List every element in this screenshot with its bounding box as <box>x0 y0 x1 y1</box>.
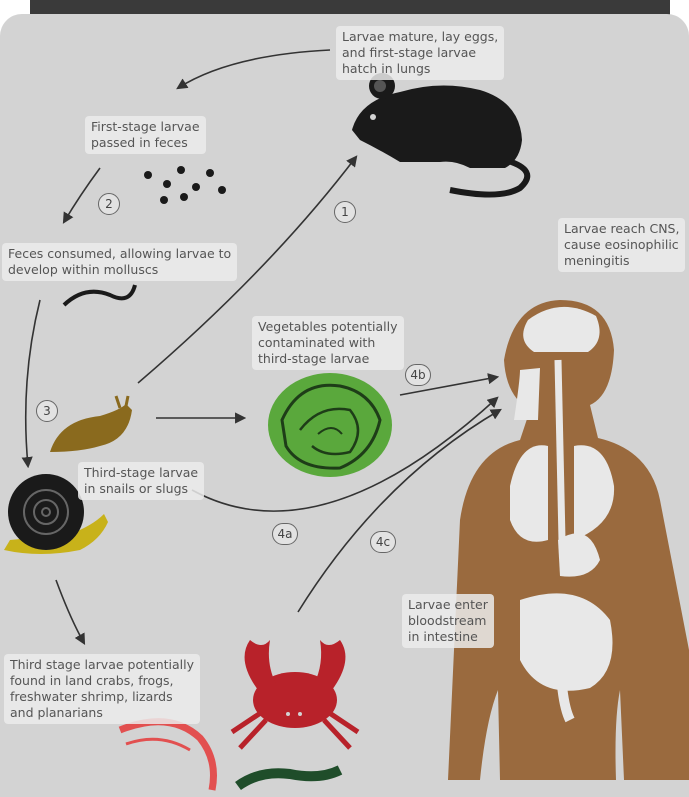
arrow-rat-to-feces <box>176 49 331 90</box>
label-third-stage: Third-stage larvae in snails or slugs <box>78 462 205 500</box>
snail-icon <box>4 474 108 554</box>
label-line: in intestine <box>408 629 478 644</box>
label-line: bloodstream <box>408 613 487 628</box>
label-line: cause eosinophilic <box>564 237 679 252</box>
step-4b-marker: 4b <box>405 364 431 386</box>
arrow-mollusc-to-snail <box>21 299 41 469</box>
label-line: Third stage larvae potentially <box>10 657 194 672</box>
rat-icon <box>352 73 531 198</box>
label-line: meningitis <box>564 253 630 268</box>
label-line: freshwater shrimp, lizards <box>10 689 173 704</box>
lettuce-icon <box>268 373 392 477</box>
worm-icon <box>62 284 137 307</box>
label-line: Larvae reach CNS, <box>564 221 680 236</box>
step-4c-marker: 4c <box>370 531 396 553</box>
label-line: in snails or slugs <box>84 481 189 496</box>
step-4a-marker: 4a <box>272 523 298 545</box>
label-first-stage: First-stage larvae passed in feces <box>85 116 206 154</box>
label-line: and first-stage larvae <box>342 45 477 60</box>
label-line: Larvae enter <box>408 597 488 612</box>
label-line: Feces consumed, allowing larvae to <box>8 246 232 261</box>
label-line: third-stage larvae <box>258 351 370 366</box>
label-line: develop within molluscs <box>8 262 159 277</box>
label-feces-consumed: Feces consumed, allowing larvae to devel… <box>2 243 238 281</box>
human-body-icon <box>448 300 689 780</box>
label-vegetables: Vegetables potentially contaminated with… <box>252 316 404 370</box>
top-bar <box>30 0 670 16</box>
arrow-lettuce-to-human <box>399 373 500 396</box>
label-line: hatch in lungs <box>342 61 431 76</box>
arrows <box>21 49 502 645</box>
arrow-snail-to-hosts <box>55 579 86 645</box>
label-line: and planarians <box>10 705 103 720</box>
label-line: passed in feces <box>91 135 188 150</box>
label-bloodstream: Larvae enter bloodstream in intestine <box>402 594 494 648</box>
label-line: contaminated with <box>258 335 376 350</box>
label-hosts: Third stage larvae potentially found in … <box>4 654 200 724</box>
label-line: Larvae mature, lay eggs, <box>342 29 499 44</box>
slug-icon <box>50 395 132 452</box>
label-line: Third-stage larvae <box>84 465 199 480</box>
label-line: found in land crabs, frogs, <box>10 673 174 688</box>
label-line: Vegetables potentially <box>258 319 398 334</box>
step-2-marker: 2 <box>98 193 120 215</box>
feces-dots-icon <box>144 166 226 204</box>
shrimp-icon <box>118 718 217 791</box>
lizard-icon <box>235 765 343 791</box>
label-cns: Larvae reach CNS, cause eosinophilic men… <box>558 218 686 272</box>
arrow-slug-to-rat <box>137 155 358 384</box>
step-3-marker: 3 <box>36 400 58 422</box>
label-larvae-mature: Larvae mature, lay eggs, and first-stage… <box>336 26 505 80</box>
crab-icon <box>230 640 360 750</box>
step-1-marker: 1 <box>334 201 356 223</box>
arrow-feces-to-mollusc <box>62 167 101 224</box>
label-line: First-stage larvae <box>91 119 200 134</box>
arrow-crab-to-human <box>297 408 502 613</box>
arrow-snail-to-human <box>191 396 499 512</box>
